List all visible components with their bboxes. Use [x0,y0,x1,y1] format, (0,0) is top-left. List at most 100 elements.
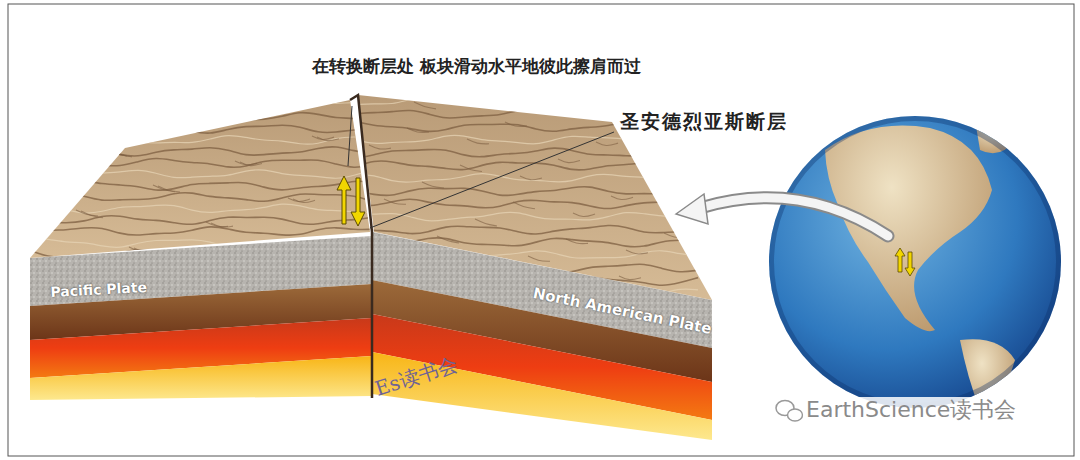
frame [8,4,1074,456]
ridge-branch [414,102,436,109]
ridge-branch [687,162,709,166]
ridge [30,158,372,167]
ridge [30,147,372,156]
ridge-branch [346,236,368,240]
ridge-branch [520,176,542,180]
ridge-branch [460,165,482,172]
ridge-branch [596,142,618,146]
plate-name: North American Plate [531,284,713,338]
ridge-branch [467,139,489,144]
deep-layer [30,356,372,400]
ridge [356,186,698,196]
ridge-branch [573,213,595,217]
ridge-branch [129,247,151,254]
ridge-branch [558,159,580,163]
leader-line [370,132,614,228]
ridge-branch [158,186,180,192]
ridge-branch [81,211,103,218]
ridge-branch [664,233,686,237]
ridge-branch [475,219,497,226]
ridge-branch [505,122,527,126]
ridge [356,161,698,170]
ridge-branch [264,100,286,104]
ridge-branch [384,199,406,204]
north-america [825,126,992,332]
ridge-branch [626,250,648,254]
ridge-branch [293,199,315,203]
ridge [30,170,372,179]
ridge-branch [182,124,204,129]
ridge [356,238,698,248]
ridge-branch [369,145,391,149]
ridge [356,276,698,285]
ridge-branch [100,148,122,155]
ridge-branch [513,202,535,209]
ridge [30,113,372,122]
ridge-branch [543,105,565,109]
arrow-down [351,178,365,226]
ridge [30,181,372,190]
globe-shade [769,116,1061,408]
ridge-branch [52,112,74,117]
ridge [30,136,372,146]
ridge [356,199,698,208]
ridges [30,100,392,263]
land-surface [30,100,370,258]
ridge [356,289,698,298]
globe [769,116,1061,420]
arrow-up [337,176,351,224]
plate-name: Pacific Plate [50,279,147,301]
wechat-icon [776,401,803,422]
ridge [356,263,698,273]
watermark: Es读书会 [372,352,460,401]
ridge [30,238,372,247]
ridge-branch [528,256,550,261]
ridge-branch [57,113,79,119]
fault-line [350,95,372,398]
ridge-branch [47,111,69,115]
ridge [30,250,372,259]
ridge-branch [288,198,310,202]
ridge-branch [399,253,421,260]
ridge [356,174,698,183]
north-american-block [356,95,724,440]
leader-line [348,106,352,166]
ridge [30,125,372,133]
ridge [356,225,698,234]
ridge [356,96,698,106]
ridge-branch [76,210,98,216]
ridge-branch [187,125,209,129]
ridge [356,251,698,260]
ridge [356,135,698,144]
ridge [30,216,372,225]
callout-label: 圣安德烈亚斯断层 [620,110,788,133]
ridge-branch [619,276,641,280]
ridge-branch [211,223,233,227]
ridge-branch [452,290,474,297]
ridge-branch [566,239,588,244]
ridge-branch [110,150,132,157]
ridge [30,227,372,235]
callout-label: 在转换断层处 板块滑动水平地彼此擦肩而过 [312,54,642,78]
slip-arrows [337,176,365,226]
ridge [356,148,698,158]
globe-slip-arrows [895,248,915,276]
ridge-branch [317,137,339,141]
ridge [30,101,372,110]
pacific-block [30,100,392,400]
ridge-branch [407,128,429,132]
deep-layer [372,352,712,440]
ridge-branch [341,235,363,239]
ridge-branch [611,196,633,200]
ridge-branch [259,259,281,263]
pointer-arrow [676,194,888,236]
ridge [30,193,372,202]
ridge-branch [312,136,334,140]
watermark: EarthScience读书会 [803,397,1019,423]
ridge-branch [422,182,444,188]
ridge-branch [437,236,459,243]
ocean [769,116,1061,408]
ridge-branch [490,273,512,279]
ridge-branch [649,179,671,183]
